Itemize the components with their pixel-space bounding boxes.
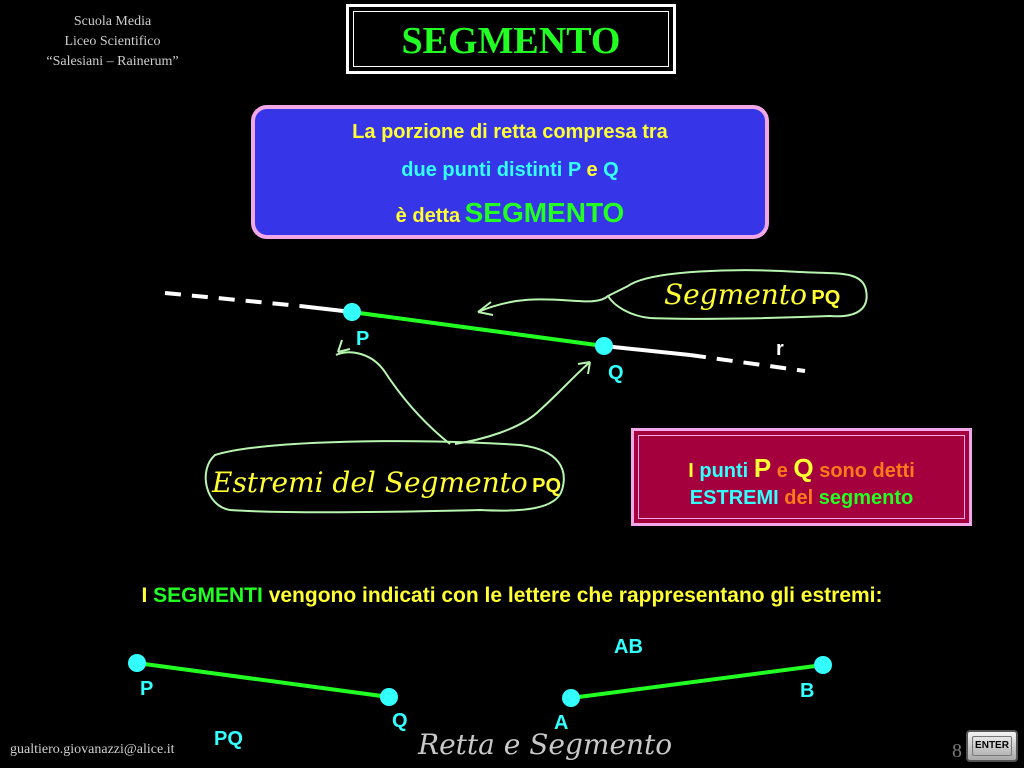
extremes-word: sono detti — [819, 460, 915, 482]
author-email: gualtiero.giovanazzi@alice.it — [10, 742, 175, 757]
example-segment-pq — [136, 661, 390, 699]
definition-line-3: è detta SEGMENTO — [255, 197, 765, 229]
line-r-dashed-right — [689, 353, 806, 373]
line-r-solid-right — [603, 344, 691, 357]
definition-point-q: Q — [603, 159, 619, 181]
notation-text: vengono indicati con le lettere che rapp… — [268, 584, 883, 607]
definition-line-1: La porzione di retta compresa tra — [352, 121, 668, 143]
definition-conjunction: e — [586, 159, 598, 181]
definition-point-p: P — [567, 159, 581, 181]
footer-title: Retta e Segmento — [418, 728, 673, 761]
page-number: 8 — [952, 740, 962, 762]
segment-pq — [351, 310, 605, 348]
segment-callout-bubble — [606, 269, 868, 320]
extremes-term: ESTREMI — [689, 487, 779, 509]
endpoints-callout-text: Estremi del Segmento PQ — [212, 466, 561, 499]
school-line: Scuola Media — [73, 14, 152, 29]
page-title: SEGMENTO — [401, 20, 621, 62]
enter-button-label: ENTER — [975, 740, 1009, 751]
extremes-word: e — [776, 460, 788, 482]
extremes-word: segmento — [818, 487, 914, 509]
label-q: Q — [608, 362, 624, 384]
example-point-q — [380, 688, 398, 706]
example-point-a — [562, 689, 580, 707]
extremes-word: I — [688, 460, 694, 482]
school-line: Liceo Scientifico — [64, 34, 161, 49]
example-point-p — [128, 654, 146, 672]
endpoints-arrow-to-p — [335, 351, 451, 445]
example-name-ab: AB — [614, 636, 643, 658]
extremes-line-2: ESTREMI del segmento — [634, 487, 969, 510]
notation-sentence: I SEGMENTI vengono indicati con le lette… — [0, 584, 1024, 608]
definition-text: due punti distinti — [401, 159, 563, 181]
endpoints-callout-bubble — [204, 440, 565, 514]
extremes-word: del — [784, 487, 814, 509]
line-r-dashed-left — [164, 291, 301, 308]
example-point-b — [814, 656, 832, 674]
school-name: Scuola Media Liceo Scientifico “Salesian… — [0, 12, 225, 72]
enter-button[interactable]: ENTER — [966, 730, 1018, 762]
example-label-q: Q — [392, 710, 408, 732]
extremes-point-q: Q — [793, 453, 814, 483]
school-line: “Salesiani – Rainerum” — [46, 54, 179, 69]
segment-callout-text: Segmento PQ — [664, 278, 840, 311]
label-p: P — [356, 328, 370, 350]
definition-line-2: due punti distinti P e Q — [255, 159, 765, 182]
notation-word: I — [141, 584, 148, 607]
title-box: SEGMENTO — [346, 4, 676, 74]
callout-script-text: Estremi del Segmento — [212, 466, 528, 499]
extremes-point-p: P — [753, 453, 772, 483]
endpoints-arrow-to-q — [454, 361, 591, 445]
definition-term: SEGMENTO — [464, 197, 625, 228]
callout-segment-name: PQ — [811, 287, 841, 309]
arrow-head — [337, 339, 351, 353]
point-q — [595, 337, 613, 355]
callout-segment-name: PQ — [532, 475, 562, 497]
example-segment-ab — [570, 663, 824, 700]
extremes-box: I punti P e Q sono detti ESTREMI del seg… — [631, 428, 972, 526]
segment-callout-arrow — [477, 295, 609, 313]
notation-term: SEGMENTI — [153, 584, 263, 607]
extremes-line-1: I punti P e Q sono detti — [634, 453, 969, 484]
definition-box: La porzione di retta compresa tra due pu… — [251, 105, 769, 239]
callout-script-text: Segmento — [664, 278, 807, 311]
example-label-p: P — [140, 678, 154, 700]
example-label-a: A — [554, 712, 569, 734]
point-p — [343, 303, 361, 321]
extremes-word: punti — [699, 460, 749, 482]
arrow-head — [577, 361, 591, 375]
arrow-head — [477, 301, 494, 316]
label-r: r — [776, 338, 784, 360]
definition-text: è detta — [395, 205, 461, 227]
example-name-pq: PQ — [214, 728, 243, 750]
example-label-b: B — [800, 680, 815, 702]
